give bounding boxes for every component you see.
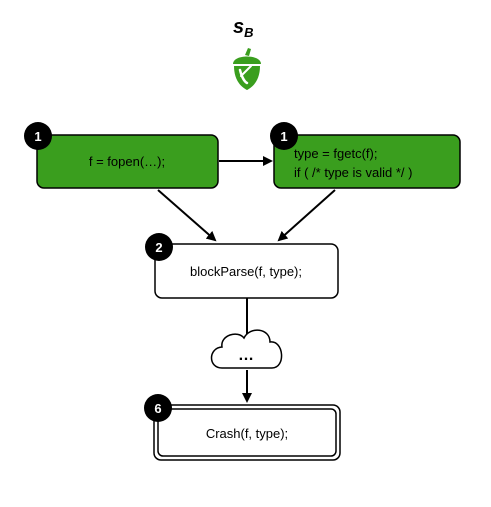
node-blockparse-badge-label: 2 xyxy=(155,240,162,255)
node-blockparse: blockParse(f, type); 2 xyxy=(145,233,339,299)
node-fopen-line-1: f = fopen(…); xyxy=(89,154,165,169)
edge-fopen-to-blockparse xyxy=(157,189,217,242)
node-fgetc-line-1: type = fgetc(f); xyxy=(294,146,377,161)
edge-fgetc-to-blockparse xyxy=(277,189,336,242)
node-crash-line-1: Crash(f, type); xyxy=(206,426,288,441)
node-fgetc-badge-label: 1 xyxy=(280,129,287,144)
node-blockparse-line-1: blockParse(f, type); xyxy=(190,264,302,279)
cloud-icon: … xyxy=(210,329,283,369)
node-crash-badge-label: 6 xyxy=(154,401,161,416)
node-fopen-box xyxy=(36,134,219,189)
node-fgetc-box xyxy=(273,134,461,189)
node-fgetc: type = fgetc(f); if ( /* type is valid *… xyxy=(270,122,461,189)
acorn-icon xyxy=(233,48,261,90)
node-fopen-badge-label: 1 xyxy=(34,129,41,144)
node-blockparse-badge xyxy=(145,233,173,261)
node-fopen-badge xyxy=(24,122,52,150)
node-crash-inner-box xyxy=(157,408,337,457)
node-fgetc-line-2: if ( /* type is valid */ ) xyxy=(294,165,412,180)
node-crash: Crash(f, type); 6 xyxy=(144,394,341,461)
cloud-label: … xyxy=(238,347,254,364)
diagram-title: sB xyxy=(233,16,254,40)
node-fgetc-badge xyxy=(270,122,298,150)
node-fopen: f = fopen(…); 1 xyxy=(24,122,219,189)
node-blockparse-box xyxy=(154,243,339,299)
node-crash-badge xyxy=(144,394,172,422)
